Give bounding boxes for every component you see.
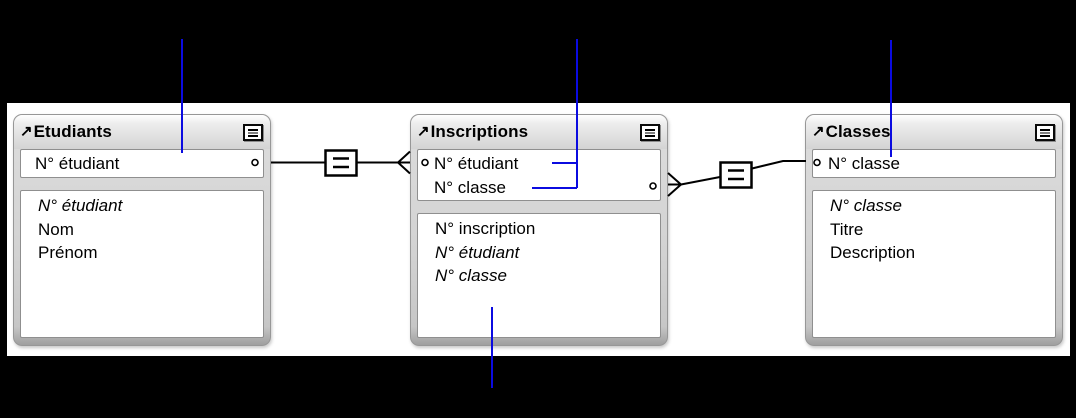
crows-foot-many-icon bbox=[667, 172, 683, 197]
collapse-button[interactable] bbox=[243, 124, 263, 141]
table-classes-header[interactable]: ↗ Classes bbox=[806, 115, 1062, 149]
field-list-pane: N° étudiant Nom Prénom bbox=[20, 190, 264, 338]
field-item[interactable]: N° étudiant bbox=[38, 196, 123, 215]
collapse-icon bbox=[645, 128, 655, 137]
field-item[interactable]: N° classe bbox=[830, 196, 902, 215]
equals-operator-box[interactable] bbox=[719, 161, 753, 189]
relationship-line[interactable] bbox=[751, 160, 806, 170]
annotation-callout-lines bbox=[181, 39, 892, 388]
table-title: Classes bbox=[825, 122, 891, 141]
relationship-line[interactable] bbox=[680, 176, 721, 186]
relationship-etudiants-inscriptions[interactable] bbox=[271, 149, 411, 177]
match-field[interactable]: N° étudiant bbox=[434, 154, 519, 173]
table-inscriptions-header[interactable]: ↗ Inscriptions bbox=[411, 115, 667, 149]
table-classes[interactable]: ↗ Classes N° classe N° classe Titre Desc… bbox=[805, 114, 1063, 346]
match-fields-pane: N° classe bbox=[812, 149, 1056, 178]
match-fields-pane: N° étudiant N° classe bbox=[417, 149, 661, 201]
match-field[interactable]: N° étudiant bbox=[35, 154, 120, 173]
table-etudiants[interactable]: ↗ Etudiants N° étudiant N° étudiant Nom … bbox=[13, 114, 271, 346]
relationship-inscriptions-classes[interactable] bbox=[667, 160, 806, 197]
field-item[interactable]: Description bbox=[830, 243, 916, 262]
field-item[interactable]: N° classe bbox=[435, 266, 507, 285]
equals-operator-icon bbox=[728, 169, 744, 181]
callout-line-inscriptions-keys bbox=[532, 39, 578, 189]
field-anchor-dot bbox=[813, 158, 821, 167]
field-anchor-dot bbox=[421, 158, 429, 167]
field-item[interactable]: Nom bbox=[38, 219, 74, 239]
table-title: Inscriptions bbox=[430, 122, 529, 141]
match-fields-pane: N° étudiant bbox=[20, 149, 264, 178]
equals-operator-icon bbox=[333, 157, 349, 169]
collapse-button[interactable] bbox=[640, 124, 660, 141]
collapse-icon bbox=[248, 128, 258, 137]
table-etudiants-header[interactable]: ↗ Etudiants bbox=[14, 115, 270, 149]
collapse-icon bbox=[1040, 128, 1050, 137]
match-field[interactable]: N° classe bbox=[828, 154, 900, 173]
field-item[interactable]: Prénom bbox=[38, 243, 98, 262]
field-anchor-dots bbox=[251, 158, 821, 190]
table-title: Etudiants bbox=[33, 122, 112, 141]
field-anchor-dot bbox=[251, 158, 259, 167]
field-list-pane: N° inscription N° étudiant N° classe bbox=[417, 213, 661, 338]
field-item[interactable]: N° étudiant bbox=[435, 242, 520, 262]
field-item[interactable]: N° inscription bbox=[435, 219, 536, 238]
field-anchor-dot bbox=[649, 182, 657, 190]
match-field[interactable]: N° classe bbox=[434, 178, 506, 197]
collapse-button[interactable] bbox=[1035, 124, 1055, 141]
field-list-pane: N° classe Titre Description bbox=[812, 190, 1056, 338]
crows-foot-many-icon bbox=[396, 150, 411, 175]
equals-operator-box[interactable] bbox=[324, 149, 358, 177]
field-item[interactable]: Titre bbox=[830, 219, 864, 239]
table-reference-arrow-icon: ↗ bbox=[20, 122, 33, 140]
table-reference-arrow-icon: ↗ bbox=[417, 122, 430, 140]
table-reference-arrow-icon: ↗ bbox=[812, 122, 825, 140]
table-inscriptions[interactable]: ↗ Inscriptions N° étudiant N° classe N° … bbox=[410, 114, 668, 346]
